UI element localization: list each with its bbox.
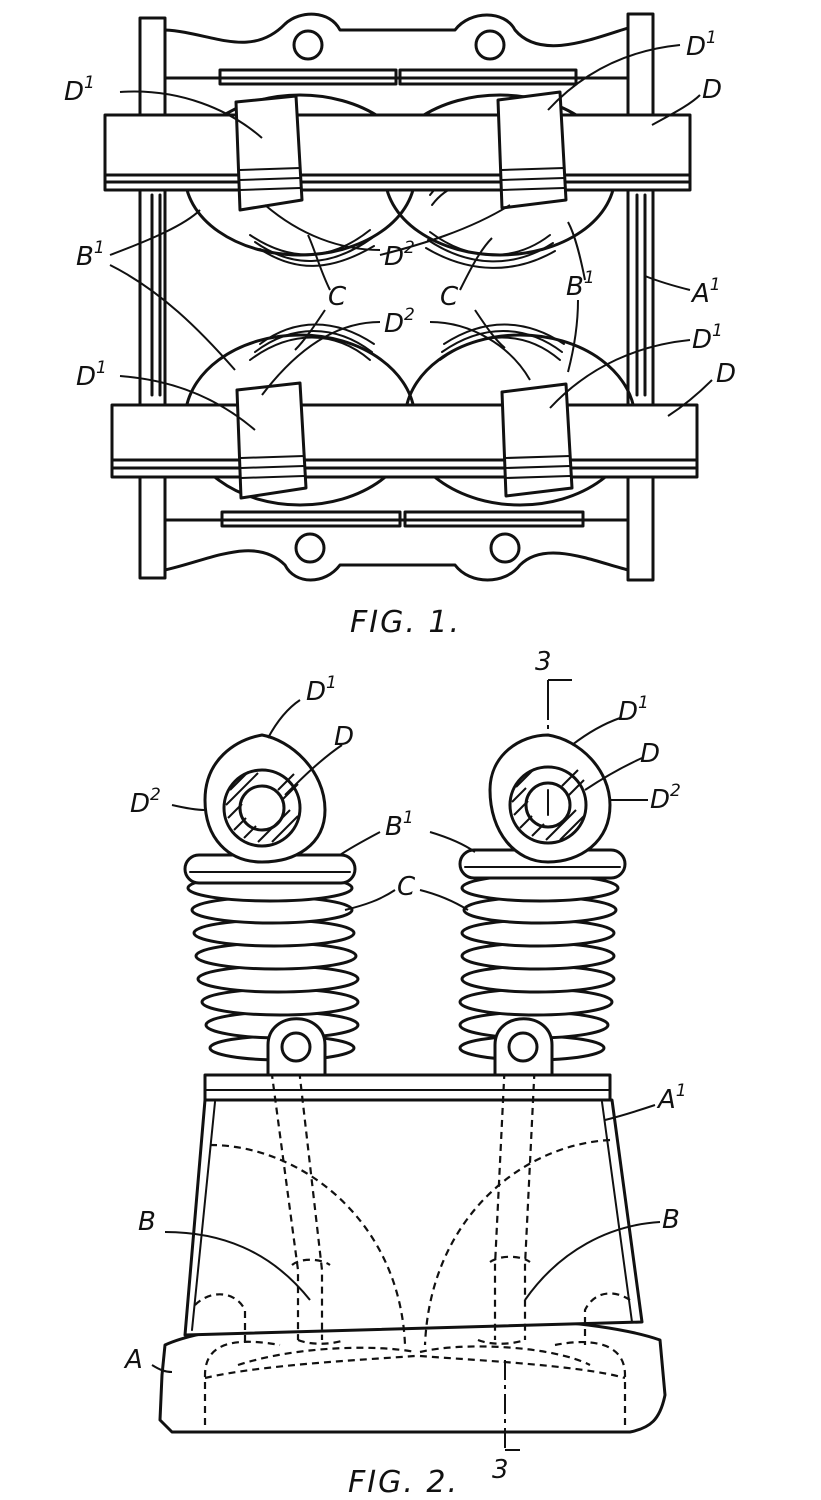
fig1-caption: FIG. 1. — [350, 605, 461, 640]
fig1-label-a1-right: A1 — [690, 275, 721, 309]
fig2-label-b1: B1 — [385, 808, 414, 842]
fig1-label-d2-bottom: D2 — [384, 305, 415, 339]
fig2-label-a: A — [123, 1345, 143, 1375]
bottom-plate-left — [220, 510, 402, 528]
left-pivot-lug — [266, 1017, 327, 1077]
right-shaft-hatching — [511, 768, 585, 841]
bottom-bolt-left — [294, 532, 326, 564]
fig1-label-d1-bottom-right: D1 — [692, 321, 723, 355]
lower-right-cam — [500, 382, 574, 498]
top-bolt-left — [292, 29, 324, 61]
valve-block — [183, 1098, 644, 1337]
fig2-label-d2-right: D2 — [650, 781, 681, 815]
top-plate-left — [218, 68, 398, 86]
fig2-label-c: C — [397, 872, 416, 902]
fig1-label-b1-left: B1 — [76, 238, 105, 272]
fig2-label-d-left: D — [334, 722, 354, 752]
figure-2-drawing — [151, 679, 667, 1451]
top-plate-right — [398, 68, 578, 86]
fig1-label-d1-top-right: D1 — [686, 28, 717, 62]
fig2-label-b-right: B — [662, 1205, 680, 1235]
bottom-plate-right — [403, 510, 585, 528]
fig1-label-c-left: C — [328, 282, 347, 312]
top-bolt-right — [474, 29, 506, 61]
fig1-label-d1-bottom-left: D1 — [76, 358, 107, 392]
fig1-label-d1-top-left: D1 — [64, 73, 95, 107]
figure-1-labels: D1 D1 D B1 D2 C C B1 A1 D2 D1 D1 D FIG. … — [64, 28, 736, 640]
upper-shaft — [103, 113, 692, 192]
frame-right-post — [626, 12, 655, 582]
fig1-label-c-right: C — [440, 282, 459, 312]
lower-left-cam — [235, 381, 308, 500]
upper-left-cam — [234, 94, 304, 212]
bottom-casting — [163, 518, 630, 582]
fig1-label-b1-right: B1 — [566, 268, 595, 302]
left-shaft-hatching — [225, 771, 299, 843]
top-plate — [203, 1073, 612, 1102]
fig2-label-section-3-bottom: 3 — [492, 1455, 509, 1485]
fig2-label-section-3-top: 3 — [535, 647, 552, 677]
fig1-label-d2-top: D2 — [384, 238, 415, 272]
fig2-caption: FIG. 2. — [348, 1465, 459, 1500]
fig2-label-d1-right: D1 — [618, 693, 649, 727]
fig2-label-d1-left: D1 — [306, 673, 337, 707]
figure-2-labels: D1 D D2 3 D1 D D2 B1 C A1 B B A 3 FIG. 2… — [123, 647, 687, 1500]
right-pivot-lug — [493, 1017, 554, 1077]
fig2-label-b-left: B — [138, 1207, 156, 1237]
fig2-label-a1: A1 — [656, 1081, 687, 1115]
lower-shaft — [110, 403, 699, 479]
fig2-label-d2-left: D2 — [130, 785, 161, 819]
fig1-label-d-top-right: D — [702, 75, 722, 105]
top-casting — [163, 12, 630, 80]
frame-left-post — [138, 16, 167, 580]
fig1-label-d-bottom-right: D — [716, 359, 736, 389]
fig2-label-d-right: D — [640, 739, 660, 769]
figure-1-drawing — [103, 12, 713, 582]
bottom-bolt-right — [489, 532, 521, 564]
